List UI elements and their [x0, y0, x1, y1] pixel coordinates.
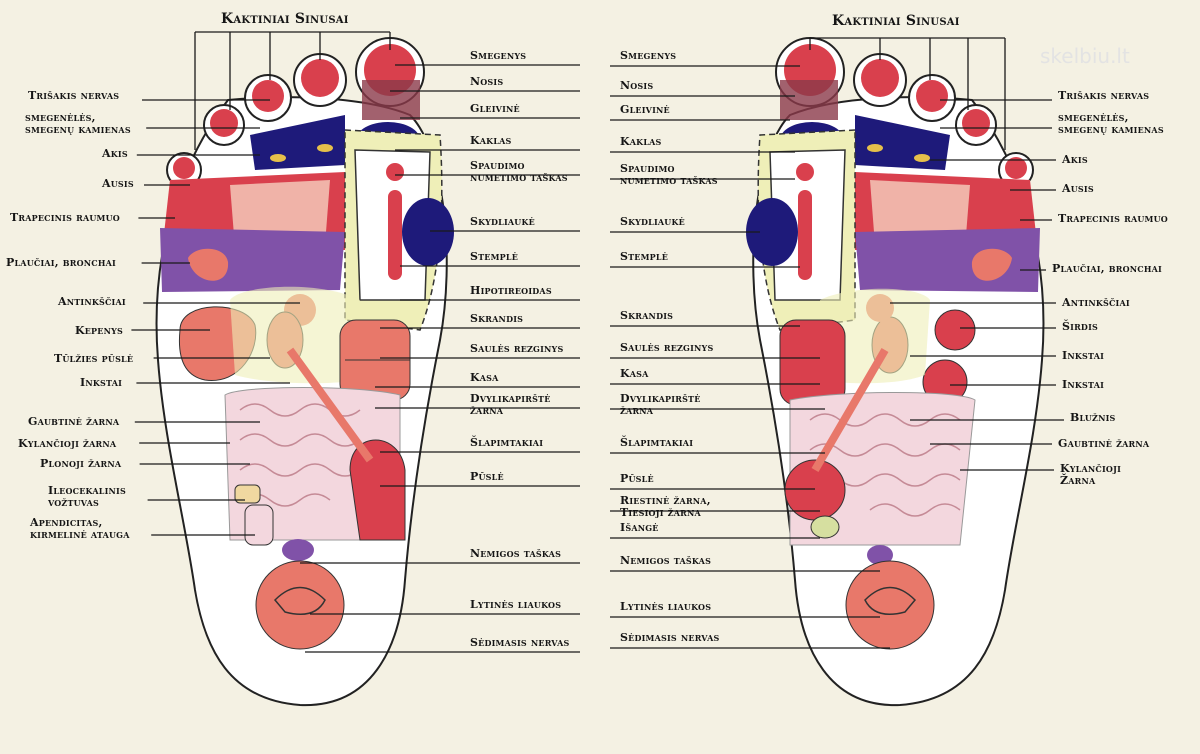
center-right-label-7: Skrandis: [620, 309, 674, 322]
right-label-1: smegenėlės,smegenų kamienas: [1058, 111, 1164, 136]
center-right-label-16: Lytinės liaukos: [620, 600, 712, 613]
left-label-1: smegenėlės,smegenų kamienas: [25, 111, 131, 136]
right-label-3: Ausis: [1062, 182, 1094, 195]
left-label-4: Trapecinis raumuo: [10, 211, 120, 224]
center-left-label-3: Kaklas: [470, 134, 512, 147]
left-label-10: Gaubtinė žarna: [28, 415, 120, 428]
center-right-label-6: Stemplė: [620, 250, 668, 263]
center-right-label-8: Saulės rezginys: [620, 341, 714, 354]
center-left-label-12: Šlapimtakiai: [470, 436, 544, 449]
right-label-10: Blužnis: [1070, 411, 1116, 424]
right-label-11: Gaubtinė žarna: [1058, 437, 1150, 450]
right-label-7: Širdis: [1062, 320, 1098, 333]
left-label-2: Akis: [102, 147, 128, 160]
leader-lines: [131, 31, 1064, 653]
center-left-label-10: Kasa: [470, 371, 499, 384]
center-left-label-0: Smegenys: [470, 49, 527, 62]
left-label-3: Ausis: [102, 177, 134, 190]
center-left-label-6: Stemplė: [470, 250, 518, 263]
left-label-14: Apendicitas,kirmelinė atauga: [30, 516, 130, 541]
left-label-8: Tūlžies pūslė: [54, 352, 134, 365]
center-right-label-2: Gleivinė: [620, 103, 670, 116]
center-right-label-17: Sėdimasis nervas: [620, 631, 720, 644]
left-foot: [155, 37, 454, 707]
left-label-0: Trišakis nervas: [28, 89, 120, 102]
center-left-label-14: Nemigos taškas: [470, 547, 562, 560]
left-label-5: Plaučiai, bronchai: [6, 256, 116, 269]
left-label-6: Antinkščiai: [58, 295, 126, 308]
center-right-label-13: Riestinė žarna,Tiesioji žarna: [620, 494, 711, 519]
title-right: Kaktiniai Sinusai: [832, 13, 960, 29]
right-label-0: Trišakis nervas: [1058, 89, 1150, 102]
center-left-label-1: Nosis: [470, 75, 504, 88]
right-label-5: Plaučiai, bronchai: [1052, 262, 1162, 275]
center-left-label-9: Saulės rezginys: [470, 342, 564, 355]
center-right-label-3: Kaklas: [620, 135, 662, 148]
right-label-9: Inkstai: [1062, 378, 1105, 391]
center-left-label-2: Gleivinė: [470, 102, 520, 115]
right-label-2: Akis: [1062, 153, 1088, 166]
left-label-7: Kepenys: [75, 324, 123, 337]
center-left-label-16: Sėdimasis nervas: [470, 636, 570, 649]
right-label-8: Inkstai: [1062, 349, 1105, 362]
left-label-12: Plonoji žarna: [40, 457, 122, 470]
center-left-label-13: Pūslė: [470, 470, 504, 483]
left-label-11: Kylančioji žarna: [18, 437, 117, 450]
center-left-label-7: Hipotireoidas: [470, 284, 552, 297]
left-label-9: Inkstai: [80, 376, 123, 389]
center-right-label-9: Kasa: [620, 367, 649, 380]
watermark: skelbiu.lt: [1040, 44, 1130, 68]
center-right-label-5: Skydliaukė: [620, 215, 685, 228]
center-right-label-11: Šlapimtakiai: [620, 436, 694, 449]
right-label-4: Trapecinis raumuo: [1058, 212, 1168, 225]
center-right-label-14: Išangė: [620, 521, 659, 534]
right-foot: [746, 37, 1045, 707]
center-right-label-0: Smegenys: [620, 49, 677, 62]
right-label-6: Antinkščiai: [1062, 296, 1130, 309]
center-left-label-5: Skydliaukė: [470, 215, 535, 228]
center-right-label-1: Nosis: [620, 79, 654, 92]
center-right-label-12: Pūslė: [620, 472, 654, 485]
center-right-label-15: Nemigos taškas: [620, 554, 712, 567]
center-left-label-15: Lytinės liaukos: [470, 598, 562, 611]
title-left: Kaktiniai Sinusai: [221, 11, 349, 27]
center-left-label-8: Skrandis: [470, 312, 524, 325]
